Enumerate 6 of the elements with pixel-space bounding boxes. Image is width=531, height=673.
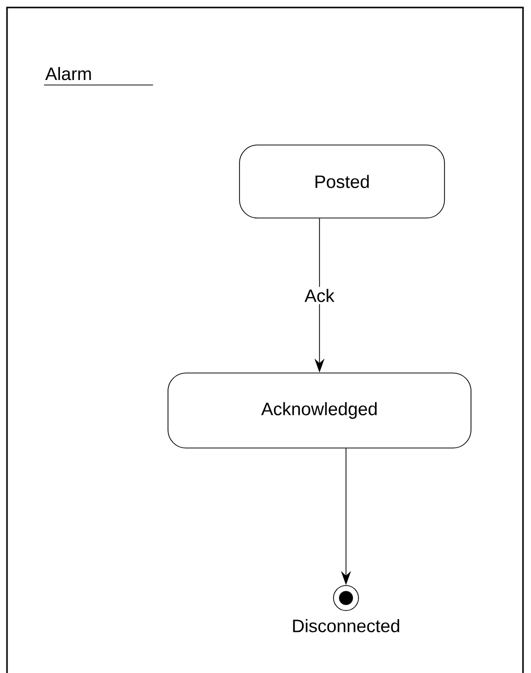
state-box: Posted <box>239 144 445 218</box>
state-box: Acknowledged <box>168 372 472 448</box>
state-caption: Disconnected <box>293 619 400 632</box>
edge-label: Ack <box>302 286 336 304</box>
final-state <box>333 585 359 611</box>
frame-title: Alarm <box>45 67 91 80</box>
